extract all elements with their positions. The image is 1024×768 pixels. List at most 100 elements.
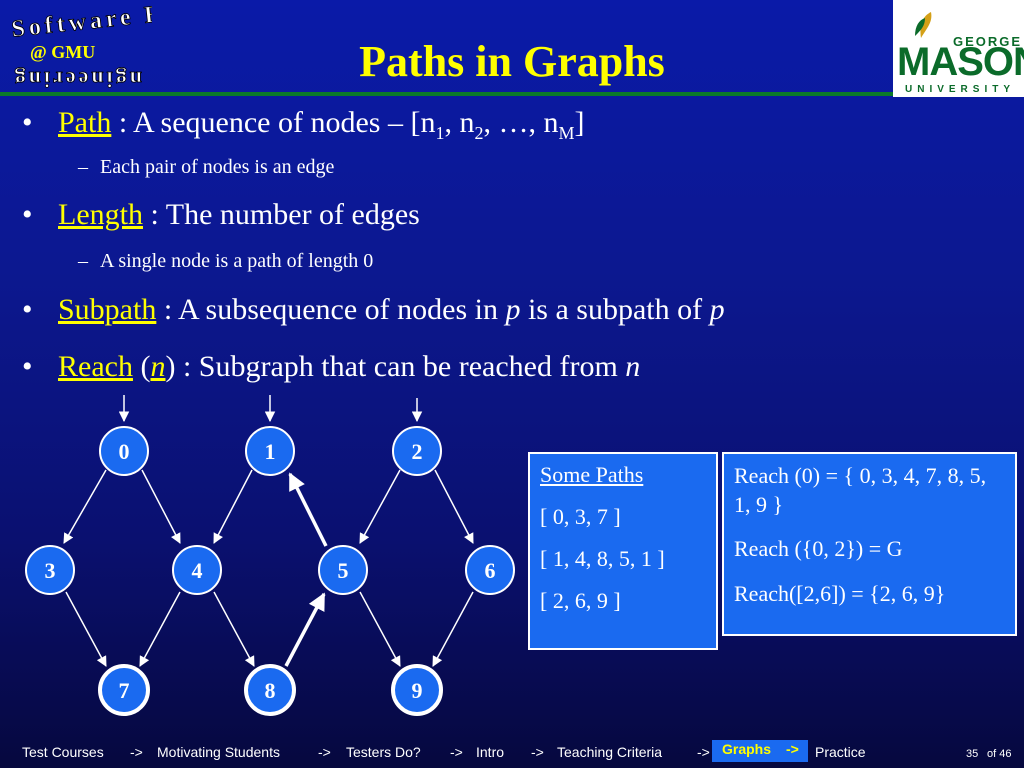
node-3: 3: [25, 545, 75, 595]
node-label-0: 0: [119, 439, 130, 464]
reach-item: Reach([2,6]) = {2, 6, 9}: [734, 580, 946, 606]
bullet-text: : A subsequence of nodes in: [156, 293, 506, 326]
edge-3-7: [65, 591, 107, 667]
bullet-path: • Path : A sequence of nodes – [n1, n2, ……: [22, 106, 584, 144]
bullet-text: (: [132, 350, 151, 383]
logo-text-mid: @ GMU: [30, 42, 95, 62]
subscript: M: [558, 123, 575, 143]
node-6: 6: [465, 545, 515, 595]
bullet-subpath: • Subpath : A subsequence of nodes in p i…: [22, 293, 725, 327]
footer-item-testers-do[interactable]: Testers Do?: [346, 744, 421, 760]
page-total: of 46: [987, 748, 1012, 760]
footer-item-graphs[interactable]: Graphs: [722, 741, 772, 757]
edge-6-9: [432, 591, 474, 667]
node-9: 9: [391, 664, 443, 716]
italic-var: n: [150, 350, 166, 383]
footer-arrow: ->: [697, 744, 710, 760]
subscript: 1: [435, 123, 445, 143]
sub-bullet-edge: –Each pair of nodes is an edge: [78, 156, 334, 179]
footer-arrow: ->: [786, 741, 799, 757]
page-number: 35: [966, 748, 979, 760]
bullet-text: : A sequence of nodes – [n: [111, 106, 436, 139]
term-reach: Reach: [58, 350, 133, 383]
graph-diagram: 0 1 2 3 4 5 6 7 8 9: [25, 395, 515, 716]
title-divider: [0, 92, 893, 96]
dash-marker: –: [78, 156, 88, 178]
dash-marker: –: [78, 250, 88, 272]
italic-var: p: [505, 293, 521, 326]
bullet-reach: •Reach (n) : Subgraph that can be reache…: [22, 350, 640, 384]
footer-arrow: ->: [130, 744, 143, 760]
sub-bullet-single-node: –A single node is a path of length 0: [78, 250, 373, 273]
node-label-1: 1: [265, 439, 276, 464]
laurel-icon: [915, 12, 932, 38]
bullet-text: , …, n: [483, 106, 559, 139]
node-5: 5: [318, 545, 368, 595]
node-1: 1: [245, 426, 295, 476]
footer-item-intro[interactable]: Intro: [476, 744, 505, 760]
italic-var: p: [709, 293, 725, 326]
node-2: 2: [392, 426, 442, 476]
bullet-marker: •: [22, 198, 33, 231]
node-label-5: 5: [338, 558, 349, 583]
bullet-text: is a subpath of: [520, 293, 710, 326]
footer-item-motivating-students[interactable]: Motivating Students: [157, 744, 280, 760]
subscript: 2: [474, 123, 484, 143]
bullet-text: , n: [444, 106, 475, 139]
footer-arrow: ->: [450, 744, 463, 760]
bullet-text: ]: [574, 106, 585, 139]
gmu-university-text: UNIVERSITY: [905, 84, 1016, 95]
reach-item: Reach (0) = { 0, 3, 4, 7, 8, 5, 1, 9 }: [734, 463, 987, 517]
node-8: 8: [244, 664, 296, 716]
logo-text-bottom: ngineering: [12, 67, 142, 92]
reach-box: Reach (0) = { 0, 3, 4, 7, 8, 5, 1, 9 } R…: [722, 452, 1017, 636]
footer-arrow: ->: [318, 744, 331, 760]
node-0: 0: [99, 426, 149, 476]
edge-2-5: [359, 469, 401, 544]
path-item: [ 0, 3, 7 ]: [540, 504, 621, 529]
node-label-6: 6: [485, 558, 496, 583]
footer-item-teaching-criteria[interactable]: Teaching Criteria: [557, 744, 663, 760]
software-engineering-logo: Software E @ GMU ngineering: [10, 2, 152, 92]
path-item: [ 1, 4, 8, 5, 1 ]: [540, 546, 665, 571]
edge-4-7: [139, 591, 181, 667]
node-label-8: 8: [265, 678, 276, 703]
bullet-marker: •: [22, 293, 33, 326]
node-label-4: 4: [192, 558, 203, 583]
bullet-length: • Length : The number of edges: [22, 198, 420, 232]
edge-4-8: [213, 591, 255, 667]
gmu-george-text: GEORGE: [953, 34, 1023, 49]
edge-8-5-bold: [284, 592, 326, 667]
bullet-marker: •: [22, 350, 33, 383]
edge-2-6: [434, 469, 474, 544]
footer-item-test-courses[interactable]: Test Courses: [22, 744, 104, 760]
some-paths-box: Some Paths [ 0, 3, 7 ] [ 1, 4, 8, 5, 1 ]…: [528, 452, 718, 650]
node-4: 4: [172, 545, 222, 595]
gmu-mason-text: MASON: [897, 40, 1024, 84]
some-paths-heading: Some Paths: [540, 462, 644, 487]
bullet-text: : The number of edges: [142, 198, 420, 231]
bullet-text: ) : Subgraph that can be reached from: [165, 350, 626, 383]
sub-bullet-text: A single node is a path of length 0: [100, 250, 374, 272]
term-subpath: Subpath: [58, 293, 157, 326]
gmu-logo: [893, 0, 1024, 97]
footer-active-section[interactable]: Graphs ->: [712, 740, 808, 762]
slide-title: Paths in Graphs: [359, 37, 665, 86]
node-label-2: 2: [412, 439, 423, 464]
edge-5-9: [359, 591, 401, 667]
edge-0-4: [141, 469, 181, 544]
node-label-9: 9: [412, 678, 423, 703]
footer-item-practice[interactable]: Practice: [815, 744, 866, 760]
term-path: Path: [58, 106, 112, 139]
path-item: [ 2, 6, 9 ]: [540, 588, 621, 613]
bullet-marker: •: [22, 106, 33, 139]
term-length: Length: [58, 198, 143, 231]
node-label-3: 3: [45, 558, 56, 583]
edge-1-4: [213, 469, 253, 544]
italic-var: n: [625, 350, 641, 383]
edge-0-3: [63, 469, 107, 544]
node-7: 7: [98, 664, 150, 716]
sub-bullet-text: Each pair of nodes is an edge: [100, 156, 335, 178]
footer-nav: Graphs -> Test Courses -> Motivating Stu…: [0, 740, 1024, 768]
footer-arrow: ->: [531, 744, 544, 760]
